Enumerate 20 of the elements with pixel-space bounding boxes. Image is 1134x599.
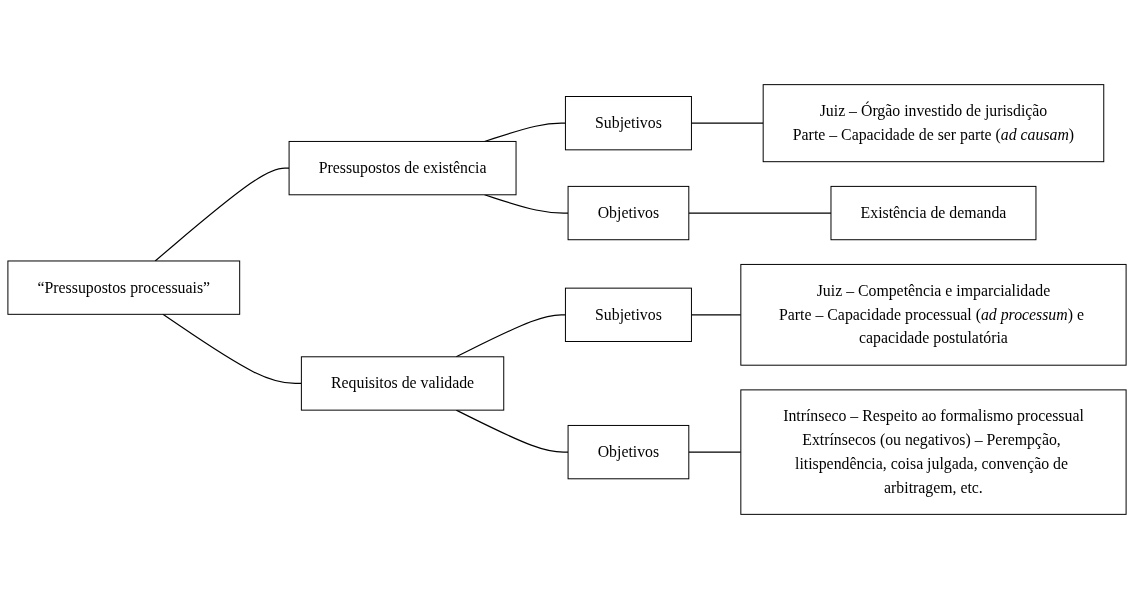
node-box: Requisitos de validade xyxy=(300,356,505,411)
connector xyxy=(455,409,569,453)
connector xyxy=(690,314,742,316)
connector xyxy=(455,314,567,358)
connector xyxy=(162,313,302,385)
node-box: Existência de demanda xyxy=(830,185,1037,241)
node-box: Subjetivos xyxy=(564,287,692,342)
node-box: Juiz – Órgão investido de jurisdição Parte – Capacidade de ser parte (ad causam) xyxy=(762,84,1105,163)
node-box: Juiz – Competência e imparcialidade Parte – Capacidade processual (ad processum) e capacidade postulatória xyxy=(740,263,1127,366)
connector xyxy=(483,194,569,214)
node-box: Subjetivos xyxy=(564,96,692,151)
node-box: Objetivos xyxy=(567,424,690,480)
connector xyxy=(688,451,742,453)
node-box: Pressupostos de existência xyxy=(288,140,517,196)
connector xyxy=(154,167,290,262)
node-box: Objetivos xyxy=(567,185,690,241)
node-box: Intrínseco – Respeito ao formalismo processual Extrínsecos (ou negativos) – Perempção, litispendência, coisa julgada, convenção de arbitragem, etc. xyxy=(740,389,1127,515)
node-box: “Pressupostos processuais” xyxy=(7,260,241,315)
connector xyxy=(688,212,832,214)
connector xyxy=(690,122,764,124)
